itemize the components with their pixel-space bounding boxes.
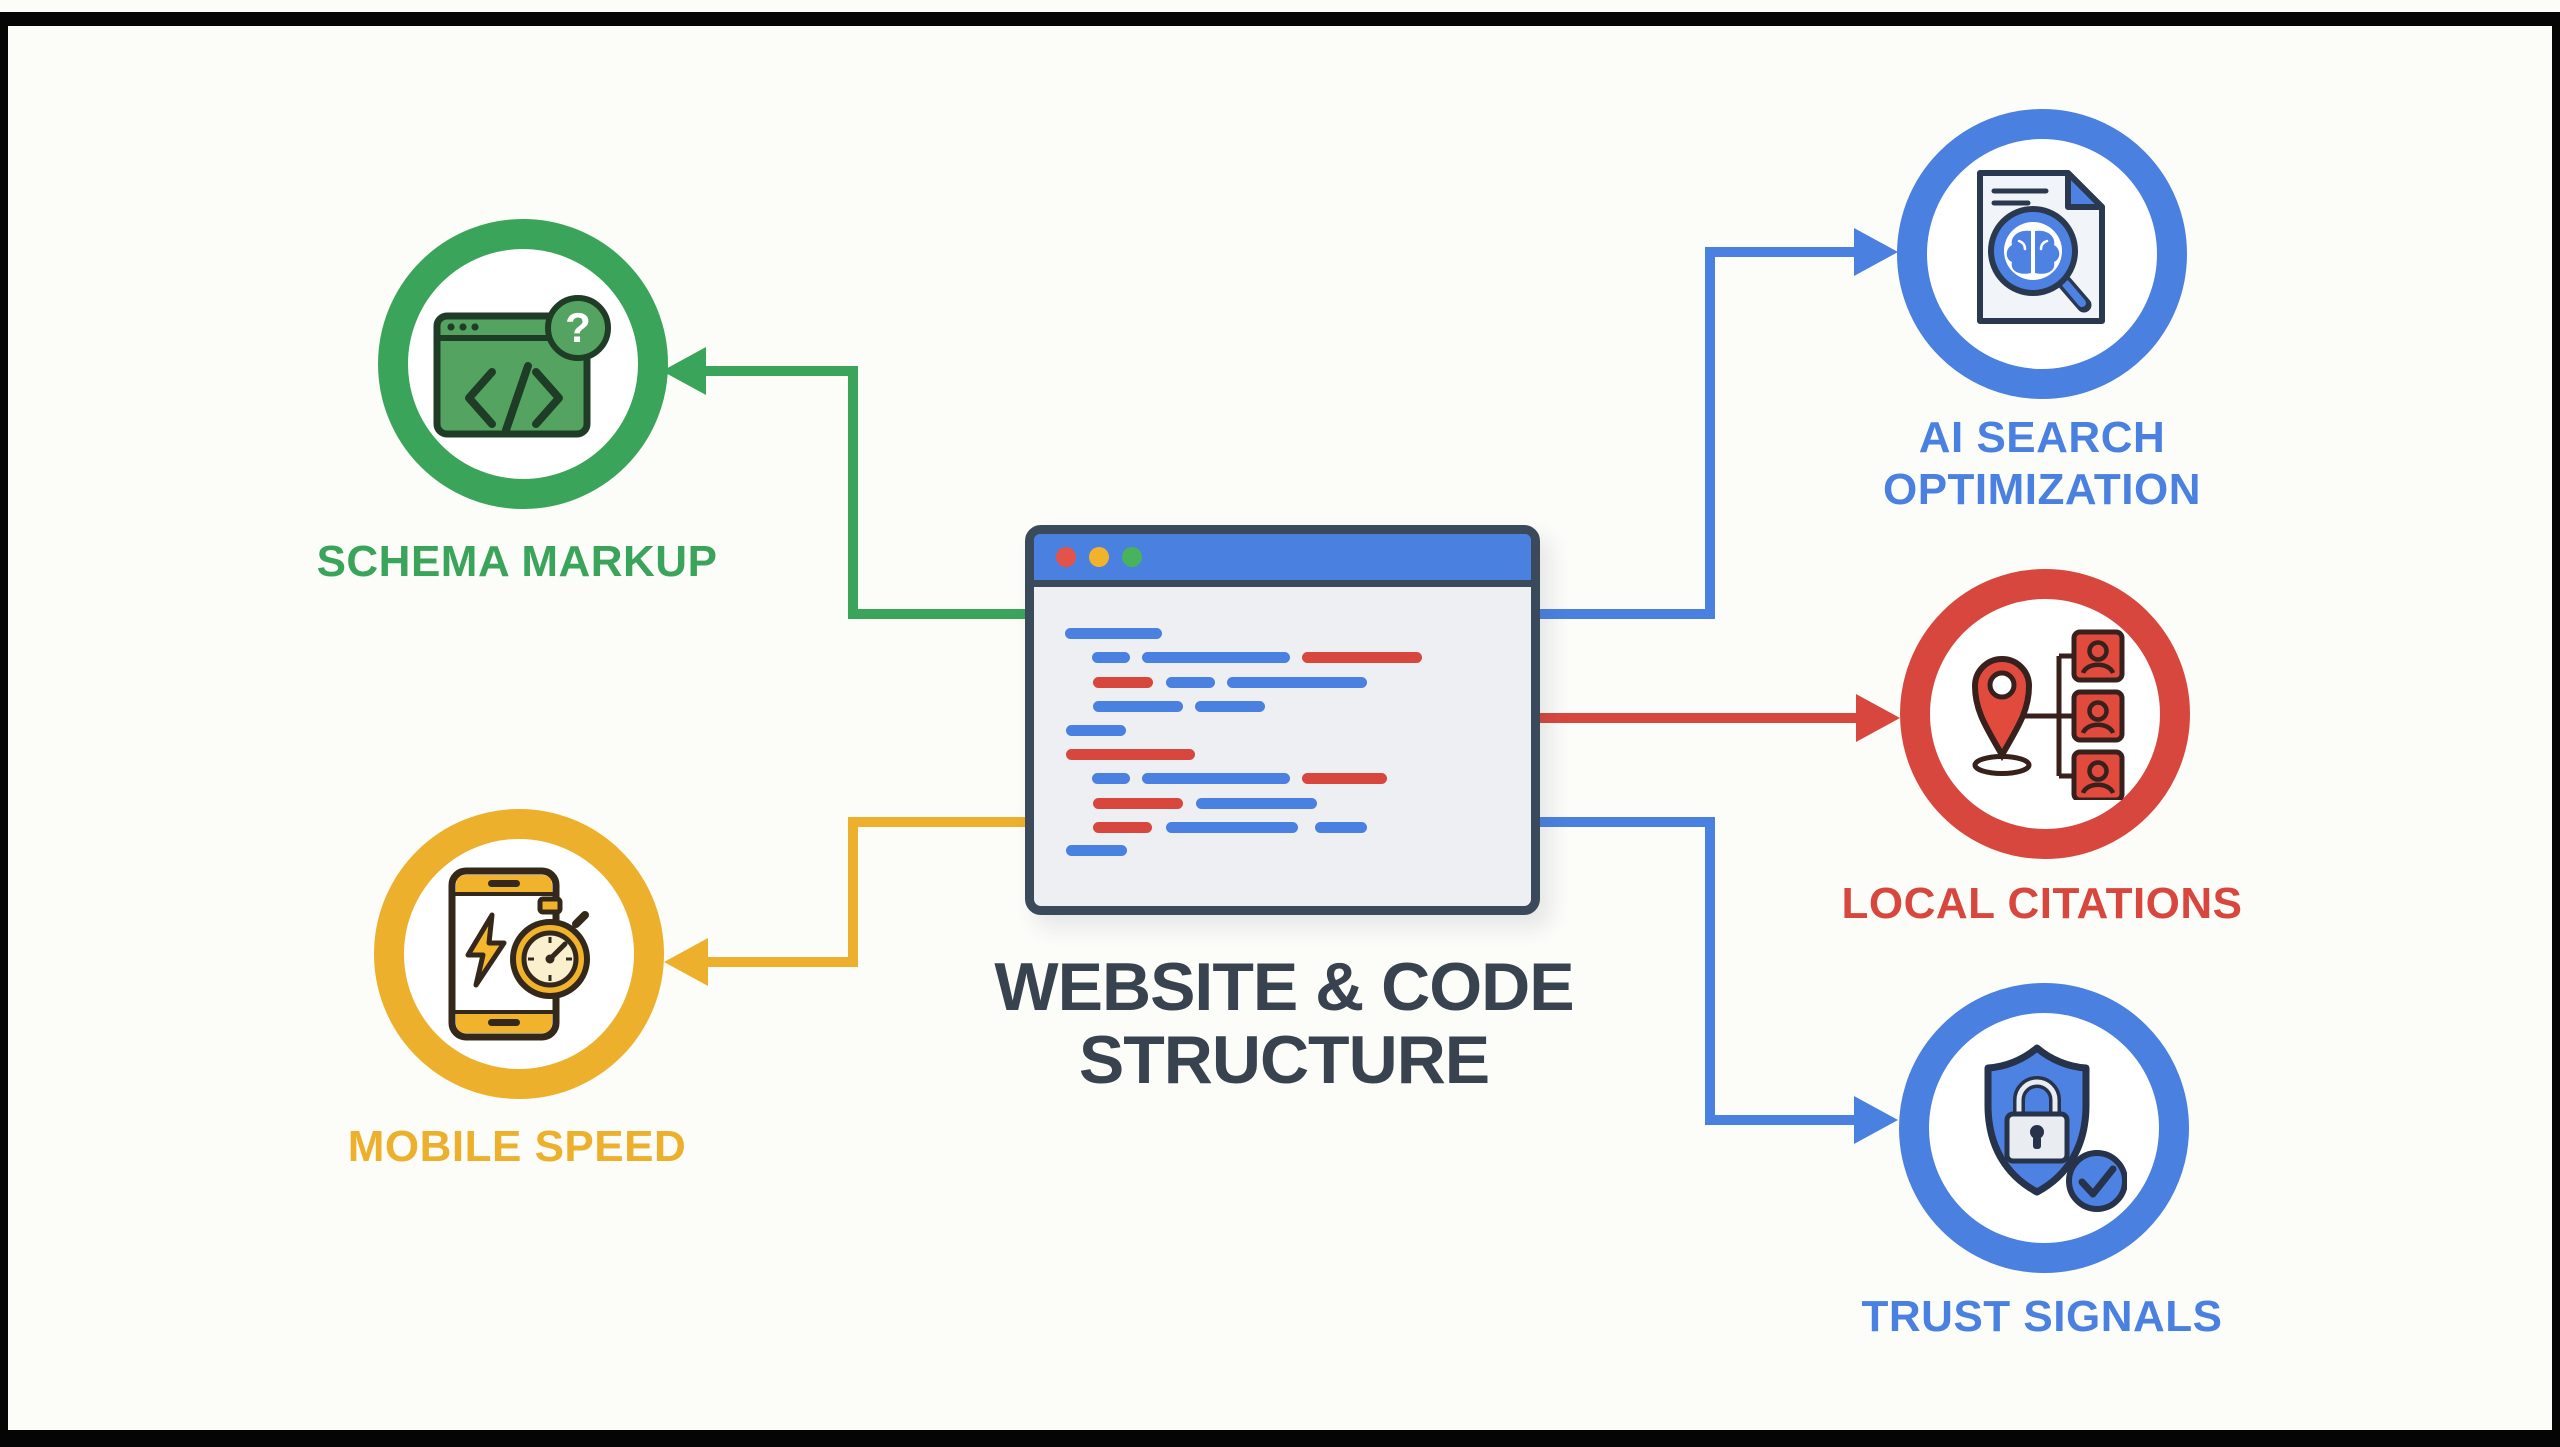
brain-left-lobe — [2006, 230, 2031, 274]
profile-tree-lines — [2024, 653, 2074, 779]
connector-local-citations — [1535, 694, 1900, 742]
connector-schema-markup — [662, 347, 1030, 619]
connector-ai-search — [1535, 228, 1898, 619]
ai-search-optimization-label: AI SEARCH OPTIMIZATION — [1883, 412, 2201, 516]
connector-trust-signals — [1535, 817, 1898, 1144]
frame-right-edge — [2552, 12, 2560, 1447]
node-trust-signals — [1899, 983, 2189, 1273]
code-brackets-glyph — [465, 362, 563, 434]
shield-lock-check-icon — [1984, 1044, 2127, 1212]
schema-markup-label: SCHEMA MARKUP — [316, 537, 718, 586]
document-brain-magnifier-icon — [1976, 170, 2105, 324]
brain-right-lobe — [2034, 230, 2059, 274]
padlock-icon — [2004, 1076, 2070, 1164]
ai-search-label-line2: OPTIMIZATION — [1882, 465, 2202, 514]
phone-lightning-stopwatch-icon — [448, 867, 590, 1040]
node-local-citations — [1900, 569, 2190, 859]
stopwatch-icon — [510, 896, 590, 999]
magnifier-brain-icon — [1987, 206, 2091, 313]
traffic-light-green-icon — [1122, 547, 1142, 567]
trust-signals-label: TRUST SIGNALS — [1861, 1292, 2223, 1341]
browser-titlebar — [1034, 534, 1531, 587]
node-mobile-speed — [374, 809, 664, 1099]
browser-window-illustration — [1025, 525, 1540, 915]
ai-search-label-line1: AI SEARCH — [1918, 413, 2166, 462]
map-pin-profiles-icon — [1971, 629, 2125, 800]
frame-left-edge — [0, 12, 8, 1447]
page-title-line1: WEBSITE & CODE — [994, 949, 1574, 1025]
node-ai-search-optimization — [1897, 109, 2187, 399]
profile-cards — [2071, 629, 2125, 800]
mobile-speed-label: MOBILE SPEED — [347, 1122, 687, 1171]
traffic-light-yellow-icon — [1089, 547, 1109, 567]
svg-text:?: ? — [565, 304, 591, 351]
folded-corner-icon — [2064, 170, 2105, 210]
traffic-light-red-icon — [1056, 547, 1076, 567]
question-badge-icon — [545, 295, 611, 361]
frame-bottom-edge — [0, 1430, 2560, 1447]
check-badge-icon — [2066, 1150, 2127, 1212]
page-title-line2: STRUCTURE — [1078, 1022, 1490, 1098]
connector-mobile-speed — [664, 817, 1030, 986]
page-title: WEBSITE & CODE STRUCTURE — [994, 949, 1574, 1098]
lightning-bolt-icon — [465, 912, 507, 987]
node-schema-markup: ? — [378, 219, 668, 509]
frame-top-edge — [0, 12, 2560, 26]
browser-code-question-icon: ? — [433, 295, 611, 438]
local-citations-label: LOCAL CITATIONS — [1841, 879, 2243, 928]
